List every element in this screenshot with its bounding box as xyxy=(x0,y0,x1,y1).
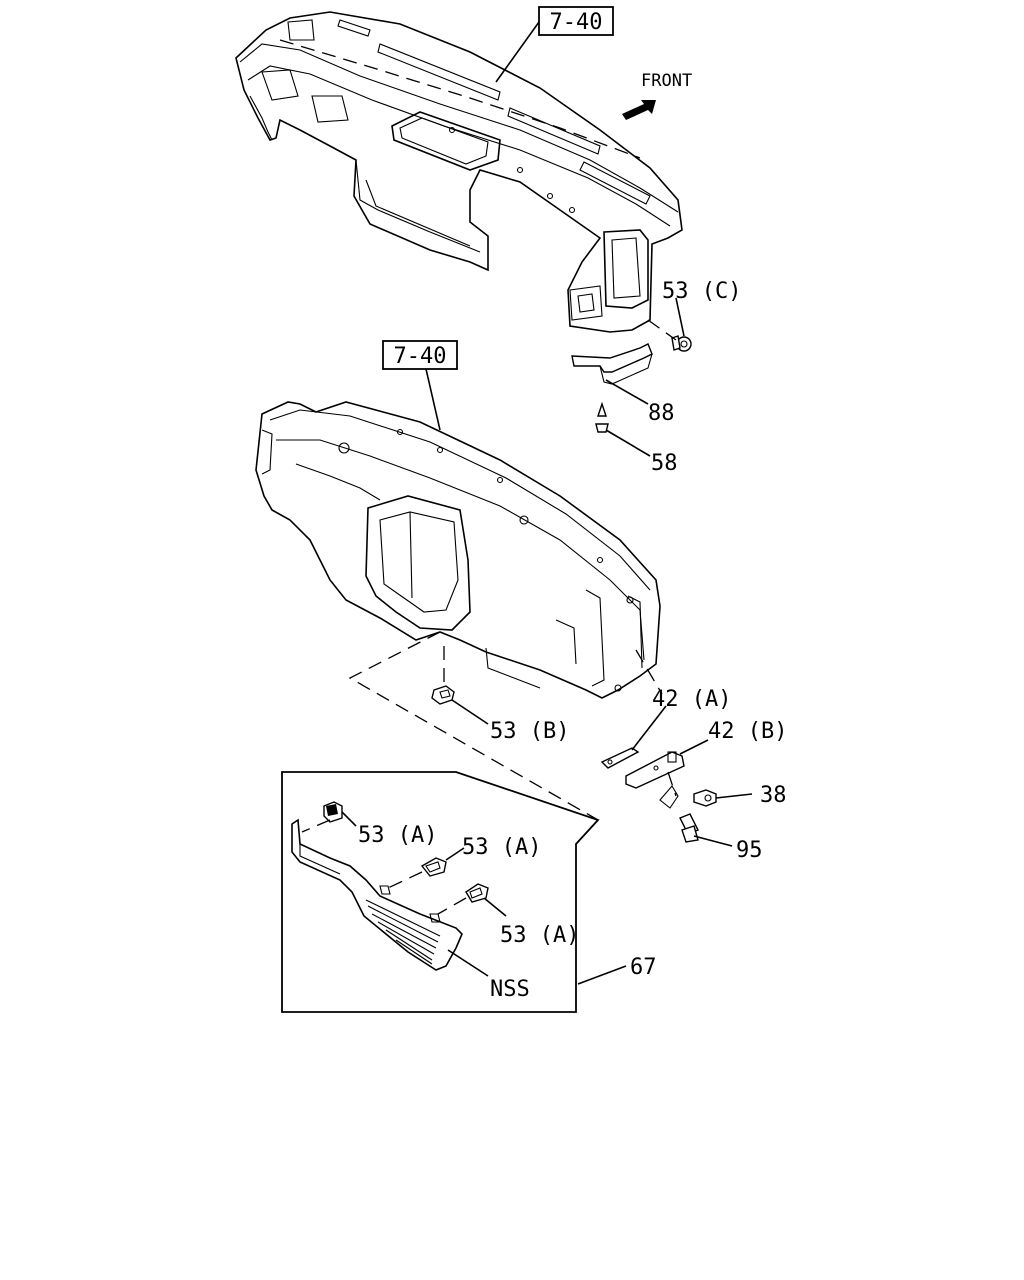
reference-box-lower[interactable]: 7-40 xyxy=(382,340,458,370)
leader-88 xyxy=(605,379,649,405)
leader-58 xyxy=(605,429,651,457)
reference-label-lower: 7-40 xyxy=(394,344,447,369)
callout-53c[interactable]: 53 (C) xyxy=(662,279,741,304)
dash-42a xyxy=(635,649,663,695)
callout-53a-2[interactable]: 53 (A) xyxy=(462,835,541,860)
part-95-bolt[interactable] xyxy=(679,813,699,843)
instrument-panel-frame xyxy=(255,401,661,699)
front-label: FRONT xyxy=(641,71,692,91)
inset-box-67 xyxy=(281,771,600,1013)
part-58-screw[interactable] xyxy=(595,401,609,433)
dash-53c xyxy=(647,319,677,341)
dash-53a-1 xyxy=(301,819,331,833)
callout-53b[interactable]: 53 (B) xyxy=(490,719,569,744)
leader-38 xyxy=(715,793,753,799)
leader-ref-upper xyxy=(495,21,540,83)
leader-67 xyxy=(577,965,627,985)
part-53c-clip[interactable] xyxy=(671,335,692,352)
part-42b-plate[interactable] xyxy=(625,751,685,789)
callout-53a-3[interactable]: 53 (A) xyxy=(500,923,579,948)
part-53b-nut[interactable] xyxy=(431,685,455,705)
front-arrow-icon xyxy=(622,100,656,120)
leader-nss xyxy=(447,949,489,977)
instrument-panel-upper xyxy=(235,11,683,333)
callout-53a-1[interactable]: 53 (A) xyxy=(358,823,437,848)
part-53a-clip-3[interactable] xyxy=(465,883,489,903)
callout-88[interactable]: 88 xyxy=(648,401,675,426)
leader-42a xyxy=(631,705,667,751)
leader-53c xyxy=(675,297,685,337)
part-53a-clip-2[interactable] xyxy=(420,857,447,877)
dash-53a-2 xyxy=(387,871,423,889)
leader-53b xyxy=(451,699,489,725)
part-cover-panel[interactable] xyxy=(291,818,463,971)
reference-box-upper[interactable]: 7-40 xyxy=(538,6,614,36)
leader-42b xyxy=(679,739,709,755)
callout-nss[interactable]: NSS xyxy=(490,977,530,1002)
front-indicator: FRONT xyxy=(622,71,692,120)
part-42a-plate[interactable] xyxy=(600,747,640,769)
callout-42a[interactable]: 42 (A) xyxy=(652,687,731,712)
reference-label-upper: 7-40 xyxy=(550,10,603,35)
leader-ref-lower xyxy=(425,368,441,431)
part-bracket-small xyxy=(659,771,679,809)
callout-58[interactable]: 58 xyxy=(651,451,678,476)
part-88-bracket[interactable] xyxy=(571,343,653,385)
leader-53a-1 xyxy=(341,811,357,827)
leader-53a-2 xyxy=(445,847,465,861)
callout-42b[interactable]: 42 (B) xyxy=(708,719,787,744)
dash-53a-3 xyxy=(437,897,467,915)
callout-95[interactable]: 95 xyxy=(736,838,763,863)
callout-67[interactable]: 67 xyxy=(630,955,657,980)
part-53a-clip-1[interactable] xyxy=(323,801,343,823)
leader-53a-3 xyxy=(483,897,507,917)
callout-38[interactable]: 38 xyxy=(760,783,787,808)
leader-95 xyxy=(693,835,733,847)
part-38-screw[interactable] xyxy=(693,789,717,807)
dash-assembly-left xyxy=(348,631,599,821)
